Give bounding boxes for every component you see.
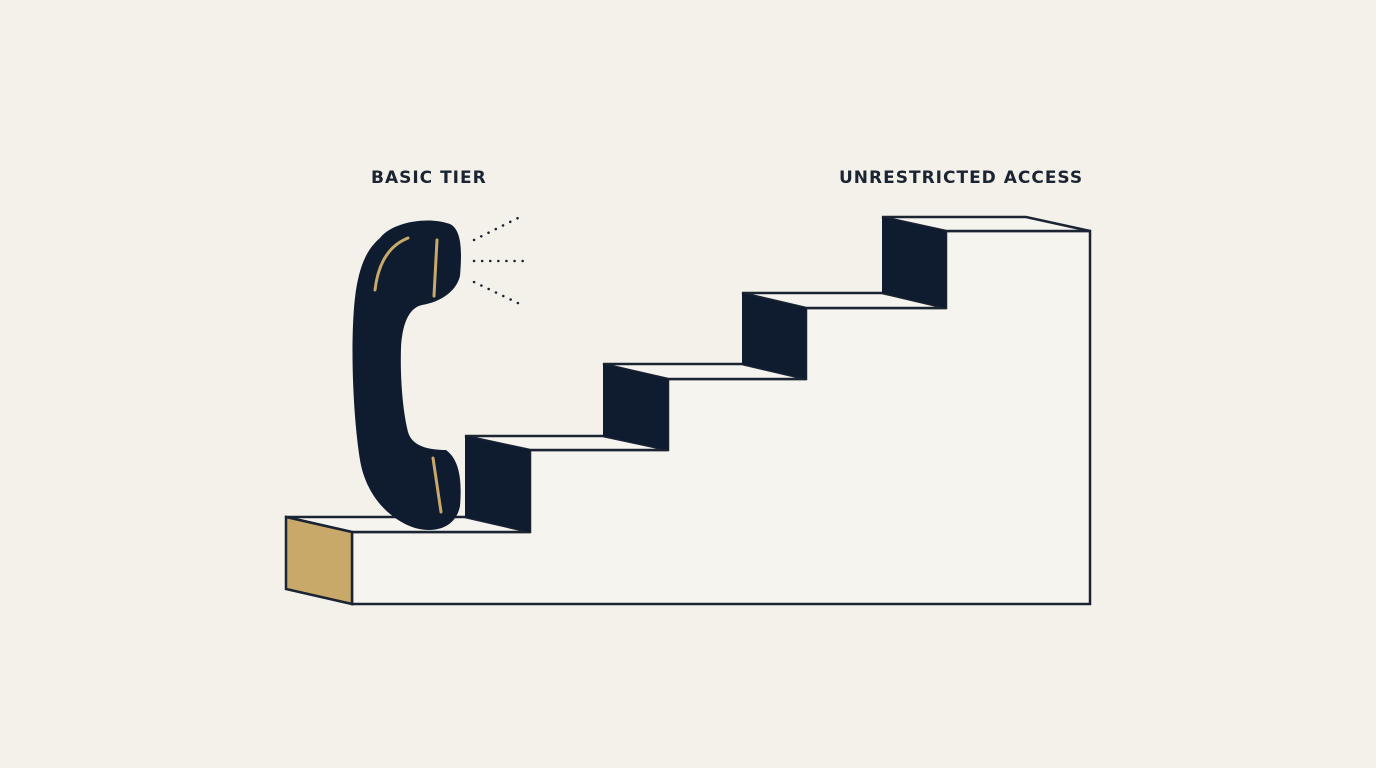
base-block-gold-face	[284, 515, 354, 606]
step-riser-3	[742, 293, 806, 379]
step-top-5	[881, 215, 1091, 233]
step-riser-4	[882, 217, 946, 308]
sound-wave-lower	[472, 280, 524, 307]
handset-highlight-top-right	[432, 238, 439, 298]
sound-waves-icon	[472, 214, 532, 307]
unrestricted-access-label: UNRESTRICTED ACCESS	[839, 168, 1084, 188]
step-riser-1	[465, 436, 530, 532]
handset-highlight-top-left	[373, 236, 410, 292]
step-riser-2	[603, 364, 668, 450]
telephone-handset-icon	[352, 220, 461, 530]
handset-body	[352, 220, 461, 530]
handset-highlight-bottom	[431, 456, 443, 514]
staircase-front-outline	[350, 229, 1092, 606]
basic-tier-label: BASIC TIER	[371, 168, 487, 188]
sound-wave-upper	[472, 214, 524, 242]
